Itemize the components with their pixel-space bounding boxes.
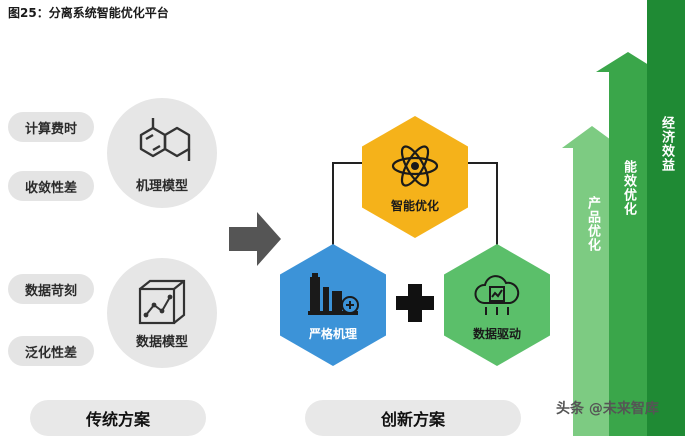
cloud-chip-icon (474, 274, 520, 315)
benefit-label-energy: 能效优化 (621, 160, 636, 216)
arrow-product-optimization (562, 126, 622, 436)
hex-rigorous-mechanism-label: 严格机理 (308, 326, 357, 341)
data-cube-icon (138, 279, 186, 324)
plus-icon (396, 284, 434, 322)
traditional-scheme-footer: 传统方案 (30, 400, 206, 436)
atom-icon (391, 144, 439, 187)
data-model-circle: 数据模型 (107, 258, 217, 368)
benefit-label-product: 产品优化 (585, 196, 600, 252)
innovative-scheme-footer: 创新方案 (305, 400, 521, 436)
benefit-label-economic: 经济效益 (659, 116, 674, 172)
chemical-plant-icon (308, 272, 359, 315)
mechanism-model-circle: 机理模型 (107, 98, 217, 208)
watermark-account: @未来智库 (588, 401, 659, 417)
hex-data-driven-label: 数据驱动 (472, 326, 521, 341)
mechanism-model-label: 机理模型 (135, 178, 188, 194)
pill-data-demanding: 数据苛刻 (8, 274, 94, 304)
pill-poor-generalization: 泛化性差 (8, 336, 94, 366)
transition-arrow-icon (229, 212, 281, 266)
data-model-label: 数据模型 (135, 334, 188, 350)
hex-intelligent-optimization-label: 智能优化 (390, 198, 439, 213)
arrow-economic-benefit (647, 0, 685, 436)
pill-poor-convergence: 收敛性差 (8, 171, 94, 201)
watermark: 头条 @未来智库 (556, 398, 659, 418)
molecule-icon (139, 117, 191, 161)
hex-data-driven: 数据驱动 (444, 244, 550, 366)
arrow-energy-optimization (596, 52, 660, 436)
hex-rigorous-mechanism: 严格机理 (280, 244, 386, 366)
pill-compute-time: 计算费时 (8, 112, 94, 142)
watermark-prefix: 头条 (556, 401, 584, 417)
figure-title: 图25：分离系统智能优化平台 (8, 6, 169, 20)
